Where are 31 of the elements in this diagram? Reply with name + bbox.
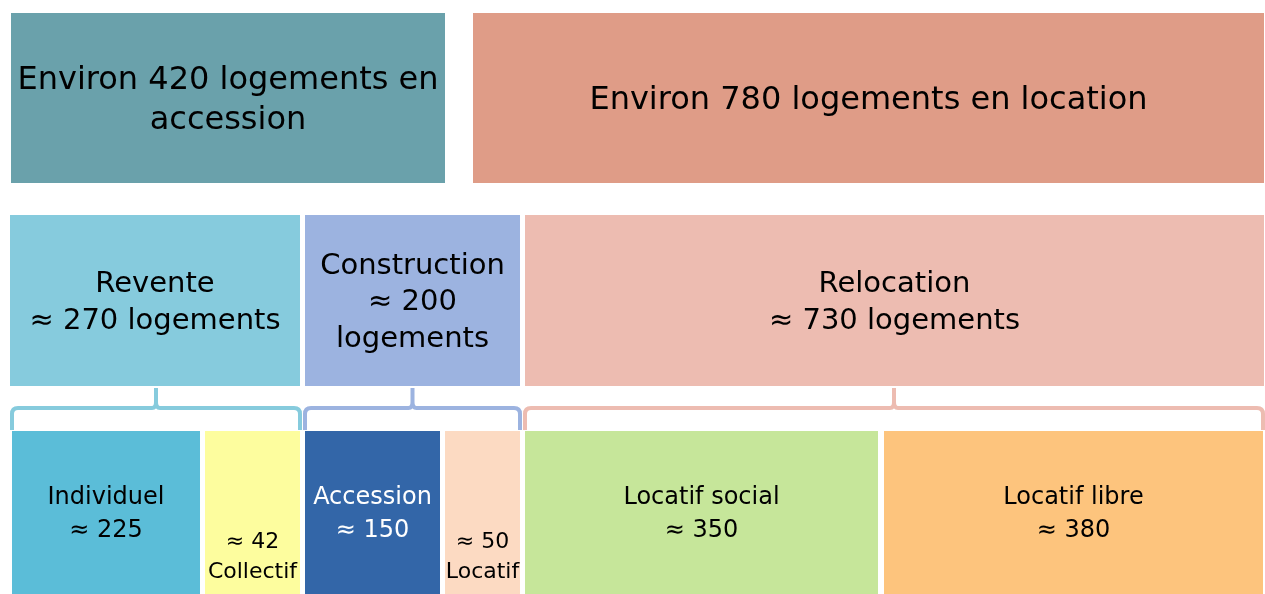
box-text: Locatif	[445, 556, 520, 585]
box-text: ≈ 380	[1036, 513, 1111, 545]
box-text: ≈ 42	[225, 526, 280, 555]
category-box	[884, 431, 1263, 594]
box-text: ≈ 200 logements	[335, 282, 490, 355]
box-text: ≈ 350	[664, 513, 739, 545]
box-text: Relocation	[818, 264, 971, 301]
category-box	[305, 215, 520, 386]
category-box	[11, 13, 445, 183]
category-box	[525, 215, 1264, 386]
category-box	[445, 431, 520, 594]
category-box	[473, 13, 1264, 183]
box-text: Construction	[320, 246, 505, 283]
category-box	[10, 215, 300, 386]
box-text: Accession	[313, 480, 432, 512]
box-text: Individuel	[47, 480, 165, 512]
box-text: Locatif libre	[1003, 480, 1144, 512]
box-text: Environ 780 logements en location	[589, 78, 1148, 118]
box-text: Environ 420 logements en accession	[16, 58, 440, 138]
category-box	[525, 431, 878, 594]
box-text: ≈ 730 logements	[768, 300, 1021, 337]
category-box	[305, 431, 440, 594]
box-text: ≈ 50	[455, 526, 510, 555]
box-text: ≈ 270 logements	[29, 300, 281, 337]
box-text: ≈ 225	[69, 513, 143, 545]
box-text: Locatif social	[623, 480, 780, 512]
category-box	[205, 431, 300, 594]
category-box	[12, 431, 200, 594]
box-text: ≈ 150	[335, 513, 410, 545]
box-text: Revente	[95, 264, 215, 301]
box-text: Collectif	[207, 556, 298, 585]
